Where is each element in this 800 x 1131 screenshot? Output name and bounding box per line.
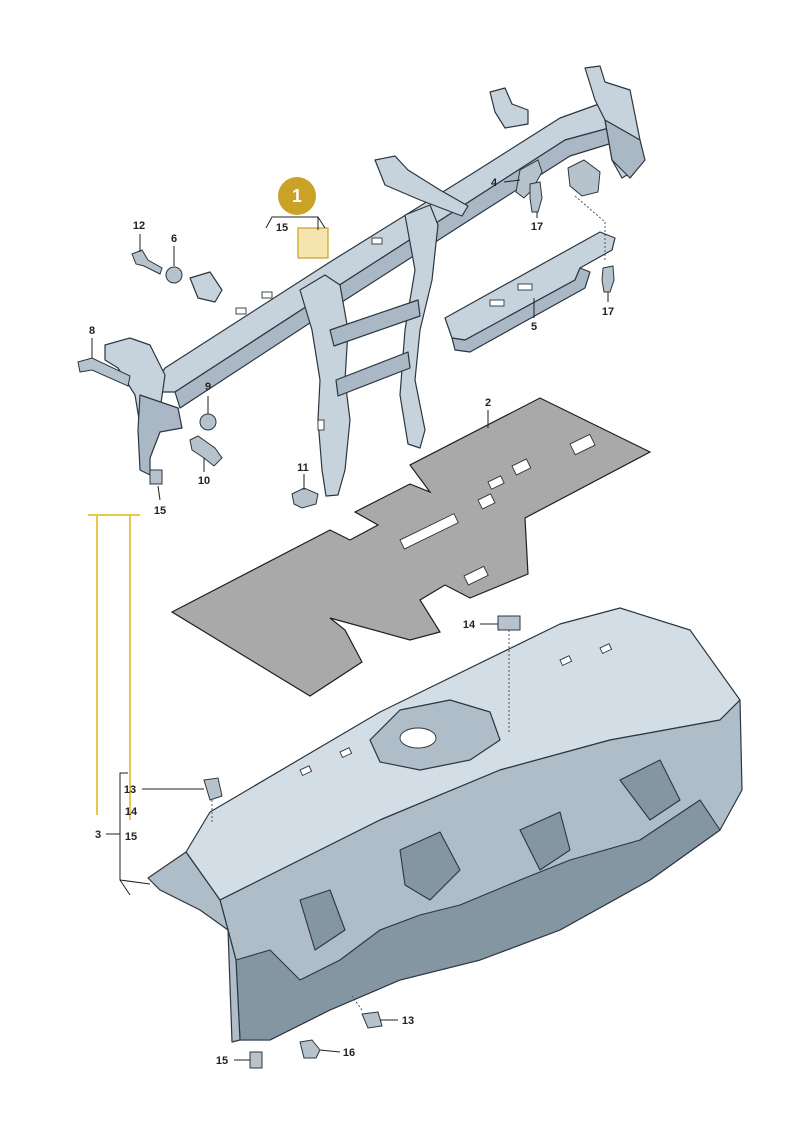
clip-13-lower: [361, 1011, 383, 1029]
cross-member-frame: [104, 65, 646, 497]
screw-17-upper: [529, 181, 543, 213]
callout-17[interactable]: 17: [531, 221, 543, 233]
badge-circle: [278, 177, 316, 215]
callout-16[interactable]: 16: [343, 1047, 355, 1059]
dashed-leaders: [211, 195, 606, 1011]
item-badge-1[interactable]: 1: [278, 177, 316, 215]
callout-5[interactable]: 5: [531, 321, 537, 333]
badge-number: 1: [292, 186, 302, 206]
callout-4[interactable]: 4: [491, 177, 498, 189]
clip-15-lower: [249, 1051, 263, 1069]
screw-12: [131, 249, 163, 275]
mat-cutouts: [399, 433, 596, 586]
bolt-10: [189, 435, 223, 467]
dashboard-carrier: [147, 607, 743, 1043]
callout-17-b[interactable]: 17: [602, 306, 614, 318]
callout-12[interactable]: 12: [133, 220, 145, 232]
callout-14-b[interactable]: 14: [125, 806, 138, 818]
nut-6: [165, 266, 183, 284]
callout-labels: 15 4 17 12 6 17 8 5 9 2 10 11 15 14 13 1…: [89, 177, 614, 1067]
clip-14: [497, 615, 521, 631]
callout-14[interactable]: 14: [463, 619, 476, 631]
bracket-5: [444, 231, 616, 353]
callout-11[interactable]: 11: [297, 462, 309, 474]
insulation-mat-2: [170, 397, 652, 697]
callout-10[interactable]: 10: [198, 475, 210, 487]
callout-13-b[interactable]: 13: [402, 1015, 414, 1027]
callout-2[interactable]: 2: [485, 397, 491, 409]
clip-15-upper: [149, 469, 163, 485]
callout-15-d[interactable]: 15: [216, 1055, 228, 1067]
clip-13-upper: [203, 777, 223, 801]
callout-9[interactable]: 9: [205, 381, 211, 393]
callout-6[interactable]: 6: [171, 233, 177, 245]
callout-8[interactable]: 8: [89, 325, 95, 337]
callout-15[interactable]: 15: [276, 222, 288, 234]
callout-13[interactable]: 13: [124, 784, 136, 796]
screw-16: [299, 1039, 321, 1059]
leader-lines: [91, 179, 609, 1061]
screw-17-lower: [601, 265, 615, 293]
callout-3[interactable]: 3: [95, 829, 101, 841]
screw-11: [291, 487, 319, 509]
callout-15-c[interactable]: 15: [125, 831, 137, 843]
clip-top-right: [567, 159, 601, 197]
callout-15-b[interactable]: 15: [154, 505, 166, 517]
highlight-part-1: [297, 227, 329, 259]
nut-9: [199, 413, 217, 431]
